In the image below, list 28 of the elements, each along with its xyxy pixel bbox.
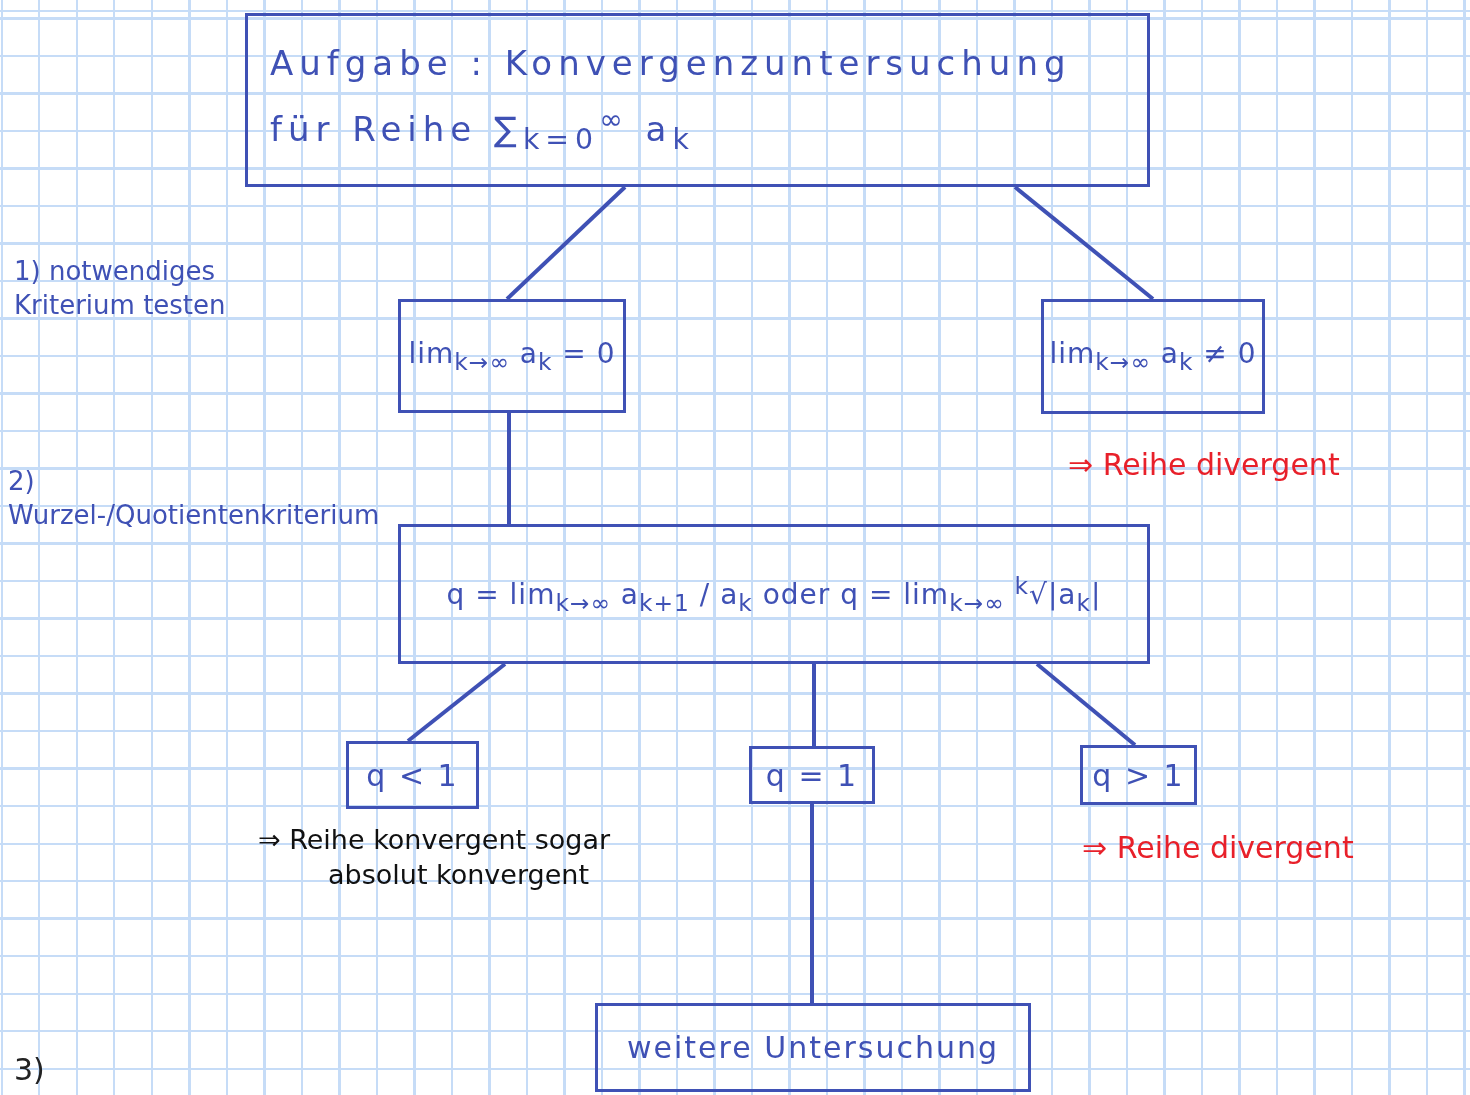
box-text: q = 1 <box>765 757 859 793</box>
process-box <box>749 746 875 804</box>
annotation-text: 1) notwendiges Kriterium testen <box>14 255 227 322</box>
title-text: Aufgabe : Konvergenzuntersuchung <box>270 43 1072 84</box>
connector-line <box>505 185 627 301</box>
process-box <box>595 1003 1031 1092</box>
box-text: lim$_{k→∞}$ a$_{k}$ ≠ 0 <box>1049 337 1257 376</box>
box-text: q > 1 <box>1092 757 1185 793</box>
connector-line <box>812 664 816 746</box>
subtitle-text: für Reihe ∑$_{k=0}$$^{∞}$ a$_{k}$ <box>270 103 695 157</box>
annotation-text: 3) <box>14 1051 46 1089</box>
process-box <box>346 741 479 809</box>
box-text: weitere Untersuchung <box>627 1030 999 1065</box>
box-text: lim$_{k→∞}$ a$_{k}$ = 0 <box>408 336 616 376</box>
process-box <box>1080 745 1197 805</box>
process-box <box>398 299 626 413</box>
connector-line <box>507 413 511 524</box>
process-box <box>398 524 1150 664</box>
annotation-text: ⇒ Reihe divergent <box>1068 446 1341 484</box>
annotation-text: 2) Wurzel-/Quotientenkriterium <box>8 465 381 532</box>
connector-line <box>810 804 814 1003</box>
box-text: q < 1 <box>366 757 459 793</box>
annotation-text: ⇒ Reihe divergent <box>1082 829 1355 867</box>
box-text: q = lim$_{k→∞}$ a$_{k+1}$ / a$_{k}$ oder q = lim$_{k→∞}$ $^{k}$√|a$_{k}$| <box>446 571 1102 617</box>
connector-line <box>1013 185 1155 301</box>
title-box <box>245 13 1150 187</box>
process-box <box>1041 299 1265 414</box>
annotation-text: ⇒ Reihe konvergent sogar absolut konvergent <box>258 823 612 893</box>
